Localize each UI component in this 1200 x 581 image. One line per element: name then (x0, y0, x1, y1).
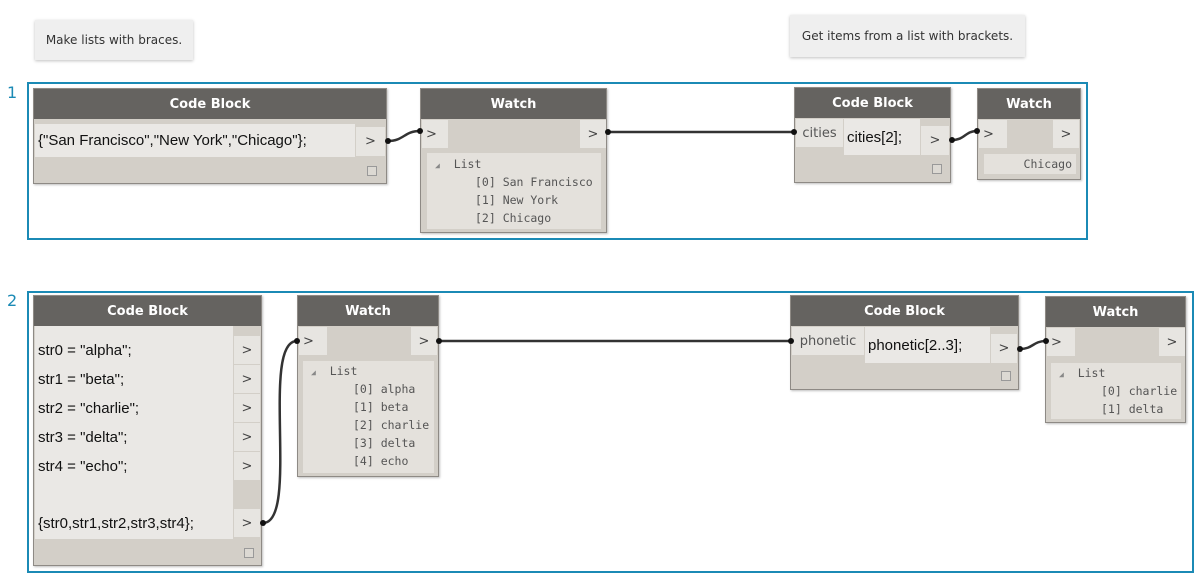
output-port[interactable]: > (1159, 328, 1185, 356)
code-block-node[interactable]: Code Block str0 = "alpha"; str1 = "beta"… (33, 295, 262, 566)
code-editor[interactable]: {"San Francisco","New York","Chicago"}; (35, 124, 355, 157)
watch-value: Chicago (984, 154, 1076, 174)
list-item: [1] beta (353, 400, 409, 414)
list-item: [0] alpha (353, 382, 416, 396)
watch-output: ◢ List [0] San Francisco [1] New York [2… (427, 153, 601, 229)
code-editor[interactable]: cities[2]; (844, 119, 920, 155)
code-editor[interactable]: phonetic[2..3]; (865, 327, 990, 363)
list-item: [2] charlie (353, 418, 430, 432)
output-port[interactable]: > (234, 423, 260, 451)
code-line: str4 = "echo"; (38, 457, 128, 475)
output-port[interactable]: > (411, 327, 437, 355)
code-block-node[interactable]: Code Block cities cities[2]; > (794, 87, 951, 183)
list-item: [0] San Francisco (475, 175, 593, 189)
input-port[interactable]: > (422, 120, 448, 148)
node-title: Code Block (795, 88, 950, 118)
output-port[interactable]: > (1053, 120, 1079, 148)
node-title: Watch (298, 296, 438, 326)
output-port[interactable]: > (234, 452, 260, 480)
group-2[interactable] (27, 291, 1194, 573)
watch-node[interactable]: Watch > > Chicago (977, 88, 1081, 180)
node-title: Watch (1046, 297, 1185, 327)
output-port[interactable]: > (234, 336, 260, 364)
node-title: Watch (978, 89, 1080, 119)
output-port[interactable]: > (234, 394, 260, 422)
note-get-items[interactable]: Get items from a list with brackets. (790, 15, 1025, 57)
note-make-lists[interactable]: Make lists with braces. (35, 20, 193, 60)
output-port[interactable]: > (356, 127, 385, 156)
output-port[interactable]: > (921, 126, 949, 155)
node-title: Code Block (34, 296, 261, 326)
watch-output: ◢ List [0] charlie [1] delta (1051, 363, 1181, 419)
code-line: str3 = "delta"; (38, 428, 128, 446)
output-port[interactable]: > (234, 365, 260, 393)
code-line: str0 = "alpha"; (38, 341, 132, 359)
group-2-label: 2 (7, 291, 18, 310)
group-1[interactable] (27, 82, 1088, 240)
input-port[interactable]: > (299, 327, 327, 355)
collapse-triangle-icon[interactable]: ◢ (311, 368, 316, 377)
wire (387, 129, 421, 143)
list-label: List (1077, 366, 1106, 380)
input-port-cities[interactable]: cities (796, 119, 843, 147)
output-port[interactable]: > (580, 120, 606, 148)
watch-output: ◢ List [0] alpha [1] beta [2] charlie [3… (303, 361, 434, 473)
list-item: [4] echo (353, 454, 409, 468)
list-label: List (329, 364, 358, 378)
output-port[interactable]: > (234, 509, 260, 537)
code-block-node[interactable]: Code Block phonetic phonetic[2..3]; > (790, 295, 1019, 390)
group-1-label: 1 (7, 83, 18, 102)
code-line: str2 = "charlie"; (38, 399, 140, 417)
list-item: [2] Chicago (475, 211, 552, 225)
preview-toggle-icon[interactable] (367, 166, 377, 176)
node-title: Code Block (791, 296, 1018, 326)
preview-toggle-icon[interactable] (1001, 371, 1011, 381)
code-line: str1 = "beta"; (38, 370, 125, 388)
preview-toggle-icon[interactable] (244, 548, 254, 558)
node-title: Watch (421, 89, 606, 119)
watch-node[interactable]: Watch > > ◢ List [0] San Francisco [1] N… (420, 88, 607, 233)
list-item: [1] delta (1101, 402, 1164, 416)
list-item: [3] delta (353, 436, 416, 450)
collapse-triangle-icon[interactable]: ◢ (1059, 370, 1064, 379)
list-item: [0] charlie (1101, 384, 1178, 398)
node-title: Code Block (34, 89, 386, 119)
watch-node[interactable]: Watch > > ◢ List [0] charlie [1] delta (1045, 296, 1186, 423)
code-line: {str0,str1,str2,str3,str4}; (38, 514, 194, 532)
list-item: [1] New York (475, 193, 559, 207)
code-editor-area[interactable] (35, 326, 233, 539)
code-block-node[interactable]: Code Block {"San Francisco","New York","… (33, 88, 387, 184)
preview-toggle-icon[interactable] (932, 164, 942, 174)
watch-node[interactable]: Watch > > ◢ List [0] alpha [1] beta [2] … (297, 295, 439, 477)
collapse-triangle-icon[interactable]: ◢ (435, 161, 440, 170)
input-port[interactable]: > (1047, 328, 1075, 356)
input-port-phonetic[interactable]: phonetic (792, 327, 864, 355)
list-label: List (453, 157, 482, 171)
output-port[interactable]: > (991, 334, 1017, 363)
wire (262, 339, 298, 525)
input-port[interactable]: > (979, 120, 1007, 148)
